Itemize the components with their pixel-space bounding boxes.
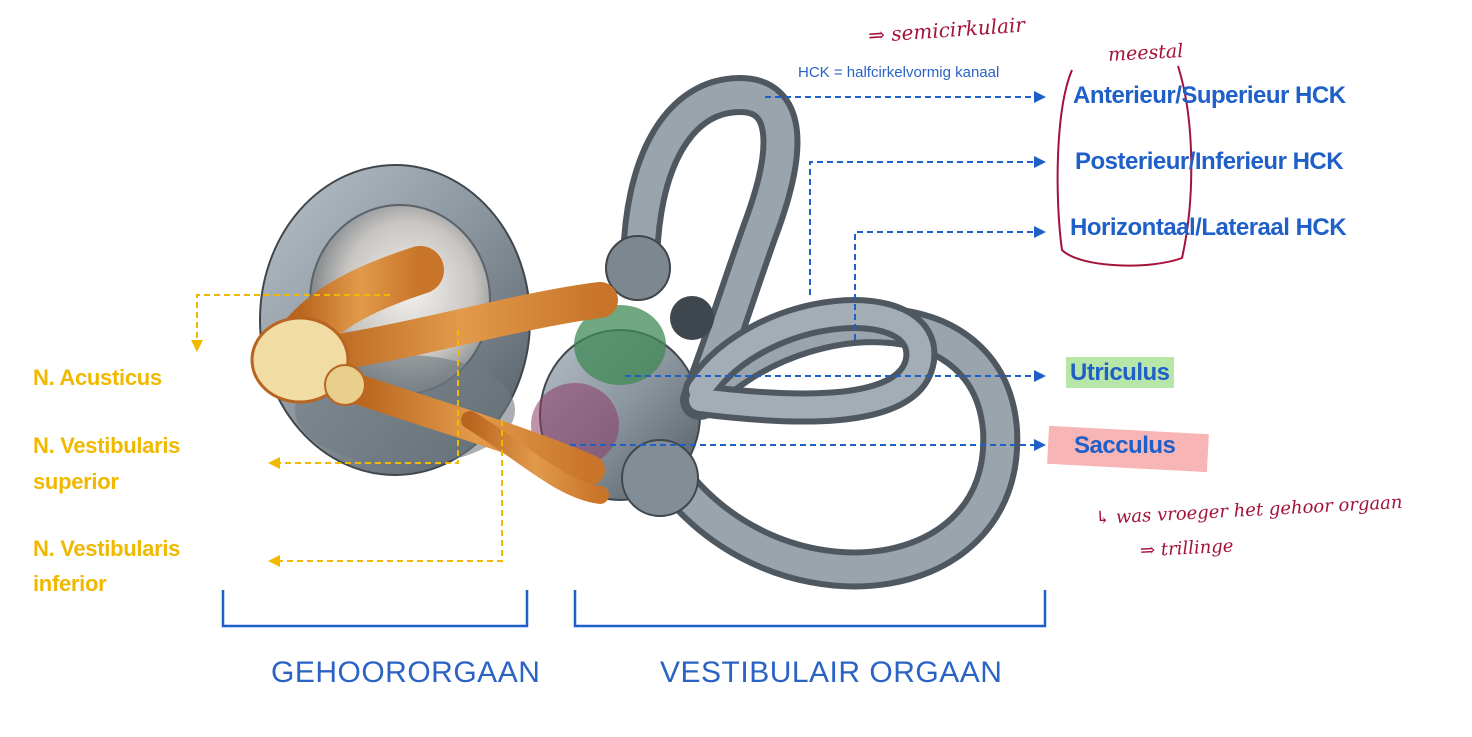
- group-label-gehoororgaan: GEHOORORGAAN: [271, 656, 541, 689]
- nerve-label-acusticus: N. Acusticus: [33, 365, 162, 390]
- handwritten-meestal: meestal: [1107, 40, 1184, 66]
- canal-label-anterior: Anterieur/Superieur HCK: [1073, 82, 1346, 109]
- leader-arrowheads: [1034, 91, 1046, 451]
- nerve-arrowheads: [191, 340, 280, 567]
- nerve-label-vest-sup-2: superior: [33, 469, 119, 494]
- utriculus-label: Utriculus: [1066, 357, 1174, 388]
- canal-label-posterior: Posterieur/Inferieur HCK: [1075, 148, 1344, 175]
- semicircular-canals: [620, 74, 1021, 590]
- handwritten-bracket: [1056, 65, 1193, 267]
- ampullae: [605, 235, 714, 517]
- nerve-leader-lines: [196, 294, 503, 562]
- utriculus-marker: [574, 305, 666, 385]
- group-brackets: [221, 590, 1047, 628]
- nerve-label-vest-inf-1: N. Vestibularis: [33, 536, 181, 561]
- canal-label-horizontal: Horizontaal/Lateraal HCK: [1070, 214, 1347, 241]
- nerve-bundle: [250, 246, 618, 504]
- group-label-vestibulair: VESTIBULAIR ORGAAN: [660, 656, 1003, 689]
- nerve-label-vest-sup-1: N. Vestibularis: [33, 433, 181, 458]
- nerve-label-vest-inf-2: inferior: [33, 571, 107, 596]
- hck-definition: HCK = halfcirkelvormig kanaal: [798, 64, 1000, 81]
- sacculus-label: Sacculus: [1074, 432, 1176, 459]
- utriculus-label-text: Utriculus: [1066, 357, 1174, 388]
- canal-leader-lines: [570, 96, 1040, 446]
